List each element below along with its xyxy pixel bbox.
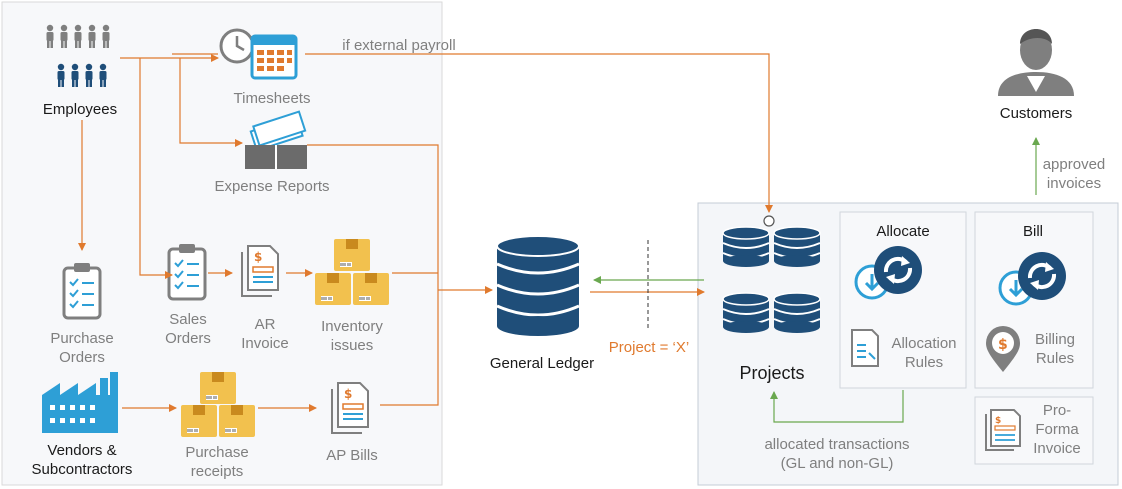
pro-forma-invoice-icon: $ bbox=[985, 409, 1021, 451]
timesheets-icon bbox=[219, 28, 298, 80]
expense-reports-label: Expense Reports bbox=[214, 178, 330, 195]
ap-bills-label: AP Bills bbox=[326, 447, 378, 464]
project-filter-label: Project = ‘X’ bbox=[608, 339, 690, 356]
general-ledger-icon bbox=[496, 235, 580, 336]
factory-icon bbox=[42, 372, 118, 433]
ar-invoice-label: AR Invoice bbox=[241, 316, 289, 352]
customers-icon bbox=[998, 29, 1074, 96]
timesheets-label: Timesheets bbox=[233, 90, 311, 107]
flow-expense-gl bbox=[307, 144, 439, 290]
approved-invoices-label: approved invoices bbox=[1042, 156, 1106, 192]
ar-invoice-icon bbox=[241, 245, 279, 297]
purchase-receipts-label: Purchase receipts bbox=[185, 444, 249, 480]
green-flows bbox=[593, 137, 1040, 423]
purchase-orders-icon bbox=[62, 261, 102, 320]
pro-forma-invoice-label: Pro- Forma Invoice bbox=[1033, 402, 1081, 457]
svg-text:$: $ bbox=[998, 337, 1008, 353]
sales-orders-label: Sales Orders bbox=[165, 311, 211, 347]
bill-label: Bill bbox=[1022, 223, 1043, 240]
expense-reports-icon bbox=[245, 110, 307, 169]
ap-bills-icon bbox=[331, 382, 369, 434]
billing-rules-icon: $ bbox=[986, 326, 1020, 372]
svg-text:$: $ bbox=[995, 416, 1001, 426]
inventory-issues-label: Inventory issues bbox=[321, 318, 383, 354]
employees-label: Employees bbox=[42, 101, 118, 118]
allocate-label: Allocate bbox=[876, 223, 930, 240]
general-ledger-label: General Ledger bbox=[489, 355, 595, 372]
projects-connector bbox=[763, 215, 775, 227]
billing-rules-label: Billing Rules bbox=[1034, 331, 1076, 367]
purchase-orders-label: Purchase Orders bbox=[50, 330, 114, 366]
flow-timesheets-projects bbox=[305, 53, 773, 213]
flow-ap-gl bbox=[380, 290, 439, 406]
projects-label: Projects bbox=[739, 363, 805, 383]
flow-employees-expense-reports bbox=[179, 58, 243, 147]
vendors-subcontractors-label: Vendors & Subcontractors bbox=[31, 442, 133, 478]
external-payroll-label: if external payroll bbox=[342, 37, 456, 54]
flow-allocated-transactions bbox=[770, 390, 904, 423]
customers-label: Customers bbox=[999, 105, 1073, 122]
allocation-rules-icon bbox=[851, 329, 879, 367]
sales-orders-icon bbox=[167, 242, 207, 301]
allocation-rules-label: Allocation Rules bbox=[891, 335, 957, 371]
orange-flows bbox=[78, 53, 773, 412]
allocated-transactions-label: allocated transactions (GL and non-GL) bbox=[764, 436, 910, 472]
flow-employees-sales-orders bbox=[139, 58, 173, 279]
